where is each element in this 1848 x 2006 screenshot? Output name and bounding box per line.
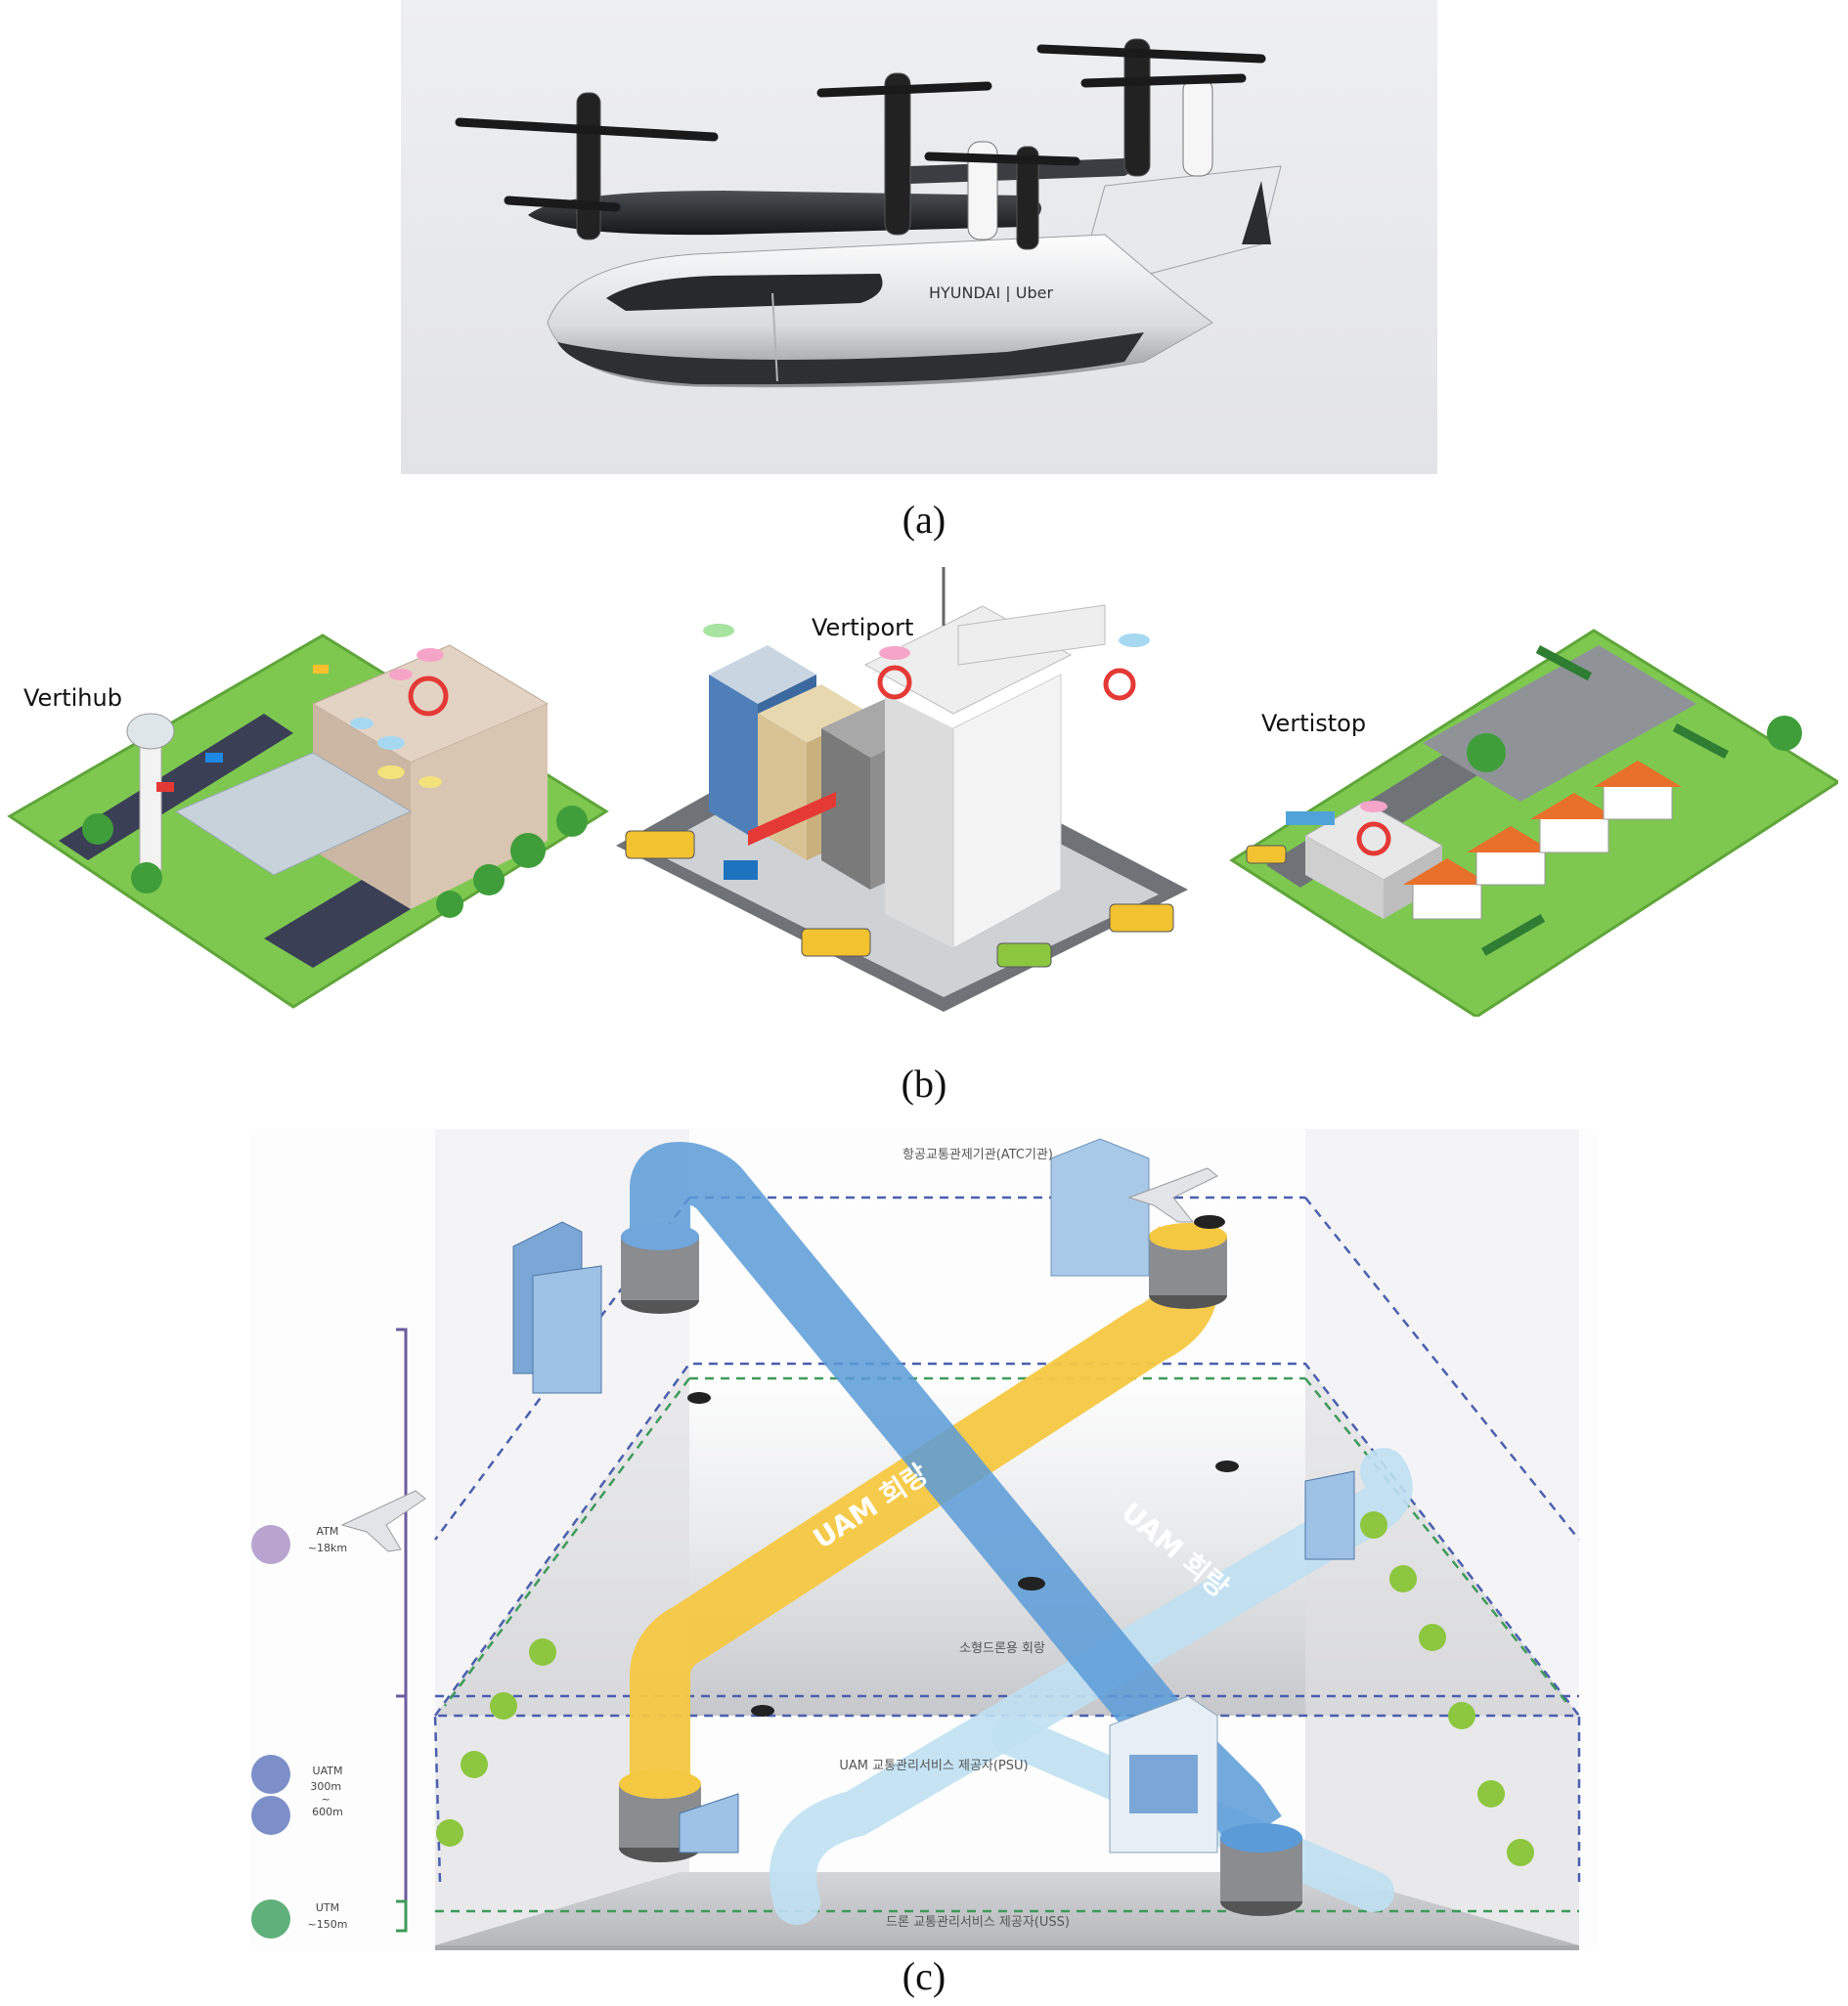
legend-utm: UTM ~150m: [251, 1899, 347, 1939]
drone-corridor-label: 소형드론용 회랑: [959, 1641, 1045, 1656]
panel-c-airspace-diagram: 항공교통관제기관(ATC기관) UAM 회랑 UAM 회랑 소형드론용 회랑 U…: [249, 1129, 1599, 1950]
legend-atm-name: ATM: [317, 1525, 339, 1538]
vehicle-brand-label: HYUNDAI | Uber: [929, 283, 1053, 302]
legend-uatm-range: 300m ~ 600m: [310, 1780, 344, 1818]
psu-label: UAM 교통관리서비스 제공자(PSU): [839, 1759, 1028, 1773]
legend-uatm-range-top: 300m: [310, 1780, 341, 1793]
legend-utm-range: ~150m: [308, 1918, 348, 1931]
caption-a: (a): [902, 498, 946, 542]
vertiport-scene: [611, 567, 1188, 1012]
legend-atm: ATM ~18km: [251, 1525, 347, 1564]
vertihub-scene: [0, 616, 626, 1026]
legend-atm-range: ~18km: [308, 1542, 347, 1554]
vertihub-illustration: [7, 633, 609, 1009]
evtol-aircraft-image: HYUNDAI | Uber: [401, 0, 1437, 474]
legend-uatm: UATM 300m ~ 600m: [251, 1755, 344, 1835]
caption-c: (c): [902, 1954, 946, 1998]
label-vertiport: Vertiport: [812, 614, 914, 641]
legend-uatm-range-bot: 600m: [312, 1806, 343, 1818]
panel-a-photo: HYUNDAI | Uber: [401, 0, 1437, 474]
uss-label: 드론 교통관리서비스 제공자(USS): [886, 1915, 1070, 1930]
vertistop-scene: [1227, 626, 1841, 1019]
label-vertihub: Vertihub: [23, 684, 122, 712]
label-vertistop: Vertistop: [1261, 710, 1367, 737]
legend-uatm-name: UATM: [313, 1765, 343, 1777]
caption-b: (b): [901, 1062, 947, 1106]
vertistop-illustration: [1229, 629, 1841, 1019]
legend-utm-name: UTM: [316, 1901, 339, 1914]
airspace-illustration: 항공교통관제기관(ATC기관) UAM 회랑 UAM 회랑 소형드론용 회랑 U…: [249, 1129, 1599, 1950]
atc-label: 항공교통관제기관(ATC기관): [902, 1148, 1053, 1162]
vertiport-illustration: [616, 567, 1188, 1012]
legend-uatm-range-mid: ~: [322, 1793, 330, 1806]
